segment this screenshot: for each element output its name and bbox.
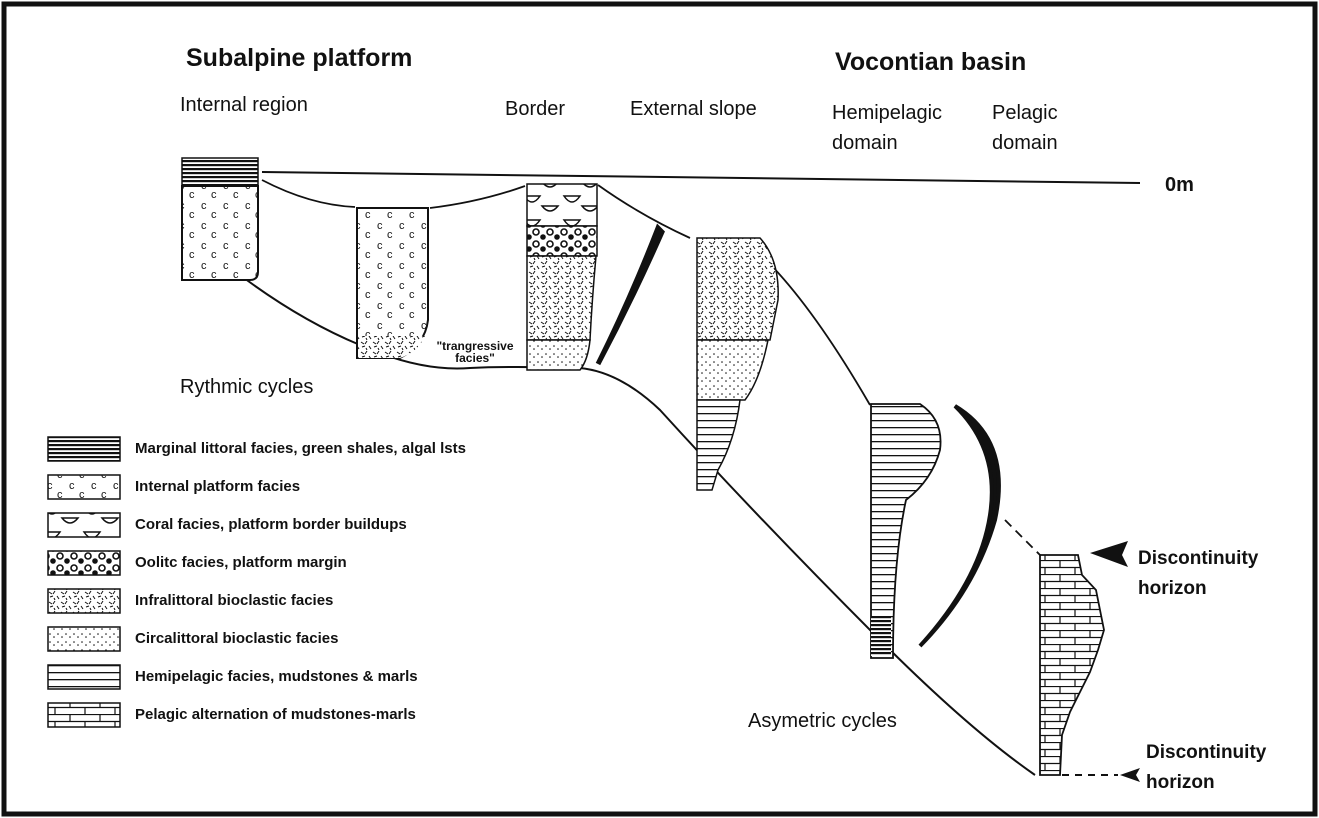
platform-header: Subalpine platform (186, 44, 412, 73)
sea-level-line (262, 172, 1140, 183)
zone-internal-region: Internal region (180, 94, 308, 117)
discontinuity-top-label: Discontinuity horizon (1138, 544, 1288, 604)
sea-level-label: 0m (1165, 174, 1194, 197)
legend-swatches (48, 437, 120, 727)
legend-label-hemipelagic: Hemipelagic facies, mudstones & marls (135, 668, 418, 685)
column-external-slope (697, 238, 778, 490)
column-internal-top (182, 158, 258, 280)
legend-label-pelagic: Pelagic alternation of mudstones-marls (135, 706, 416, 723)
transgressive-facies-label: "trangressive facies" (430, 340, 520, 364)
basin-header: Vocontian basin (835, 48, 1026, 77)
zone-pelagic: Pelagic domain (992, 98, 1102, 158)
zone-external-slope: External slope (630, 98, 757, 121)
zone-hemipelagic: Hemipelagic domain (832, 98, 982, 158)
discontinuity-arrow-bottom (1120, 768, 1140, 782)
legend-label-circalittoral: Circalittoral bioclastic facies (135, 630, 338, 647)
column-hemipelagic (871, 404, 941, 658)
asymetric-cycles-label: Asymetric cycles (748, 710, 897, 733)
legend-label-oolitic: Oolitc facies, platform margin (135, 554, 347, 571)
discontinuity-arrow-top (1090, 541, 1128, 567)
rythmic-cycles-label: Rythmic cycles (180, 376, 313, 399)
legend-label-coral: Coral facies, platform border buildups (135, 516, 407, 533)
legend-label-marginal-littoral: Marginal littoral facies, green shales, … (135, 440, 466, 457)
column-border (527, 184, 597, 370)
discontinuity-bottom-label: Discontinuity horizon (1146, 738, 1296, 798)
legend-label-infralittoral: Infralittoral bioclastic facies (135, 592, 333, 609)
zone-border: Border (505, 98, 565, 121)
column-internal-lower (357, 208, 428, 358)
legend-label-internal-platform: Internal platform facies (135, 478, 300, 495)
column-pelagic (1040, 555, 1104, 775)
wedge-lens-border (598, 228, 662, 364)
